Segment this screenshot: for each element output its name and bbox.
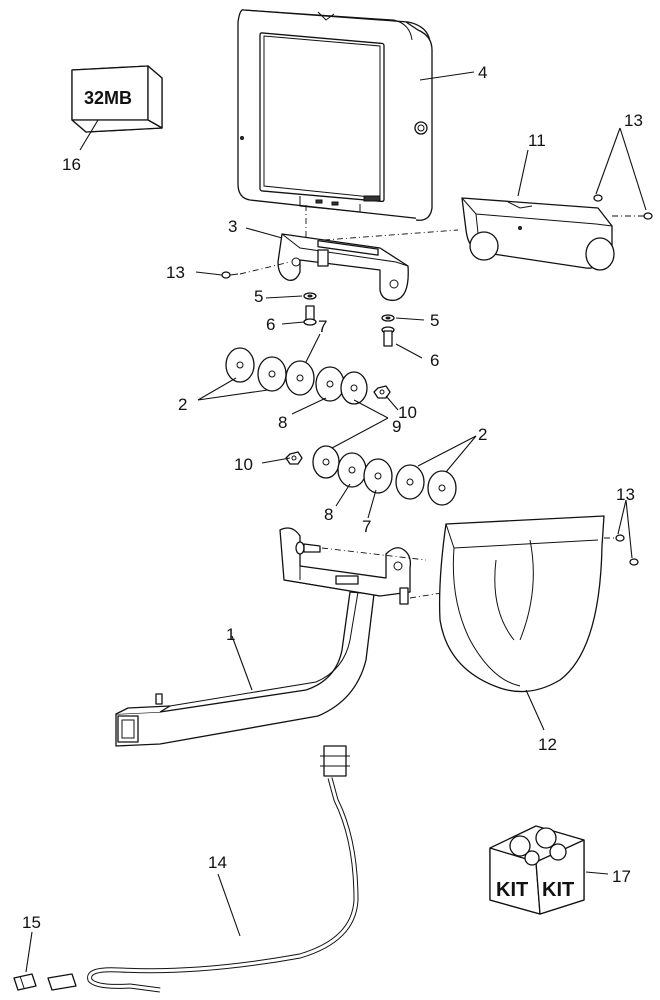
callout-8: 8 — [324, 505, 333, 524]
callout-3: 3 — [228, 217, 237, 236]
callout-5: 5 — [430, 311, 439, 330]
bolt-part-6 — [381, 326, 395, 347]
callout-2: 2 — [178, 395, 187, 414]
kit-box-part-17: KIT KIT — [489, 825, 585, 915]
screw-part-13 — [615, 534, 639, 566]
callout-14: 16 — [62, 155, 81, 174]
memory-card-part-14: 32MB — [71, 65, 163, 133]
callout-7: 7 — [318, 317, 327, 336]
bolt-part-6 — [303, 305, 317, 326]
cover-part-12 — [438, 515, 605, 693]
display-monitor-part-4 — [237, 9, 433, 221]
mounting-bracket-part-3 — [277, 233, 409, 301]
callout-10: 10 — [398, 403, 417, 422]
callout-9: 9 — [392, 417, 401, 436]
callout-13: 13 — [166, 263, 185, 282]
callout-13: 13 — [624, 111, 643, 130]
callout-7: 7 — [362, 517, 371, 536]
callout-5: 5 — [254, 287, 263, 306]
leader-lines — [25, 71, 647, 973]
cover-part-11 — [461, 197, 615, 271]
memory-card-label: 32MB — [84, 88, 132, 108]
lower-spacer-stack — [285, 445, 457, 506]
callout-6: 6 — [430, 351, 439, 370]
callout-labels: 4 16 11 13 3 13 5 6 5 6 7 2 8 9 10 10 2 … — [22, 63, 643, 932]
screw-part-13 — [593, 194, 653, 220]
callout-12: 12 — [538, 735, 557, 754]
callout-10: 10 — [234, 455, 253, 474]
kit-box-label-right: KIT — [542, 879, 574, 901]
callout-13: 13 — [616, 485, 635, 504]
callout-4: 4 — [478, 63, 487, 82]
callout-6: 6 — [266, 315, 275, 334]
washer-part-5 — [303, 292, 317, 300]
callout-17: 17 — [612, 867, 631, 886]
connector-part-16 — [13, 973, 37, 991]
callout-8: 8 — [278, 413, 287, 432]
callout-2: 2 — [478, 425, 487, 444]
alignment-line — [323, 229, 459, 241]
harness-cable-part-15 — [47, 745, 359, 993]
kit-box-label-left: KIT — [496, 879, 528, 901]
callout-11: 11 — [528, 131, 546, 150]
mounting-arm-part-1 — [115, 527, 412, 747]
upper-spacer-stack — [225, 347, 391, 405]
washer-part-5 — [381, 314, 395, 322]
callout-15: 14 — [208, 853, 227, 872]
callout-1: 1 — [226, 625, 235, 644]
screw-part-13 — [221, 271, 239, 279]
callout-16: 15 — [22, 913, 41, 932]
